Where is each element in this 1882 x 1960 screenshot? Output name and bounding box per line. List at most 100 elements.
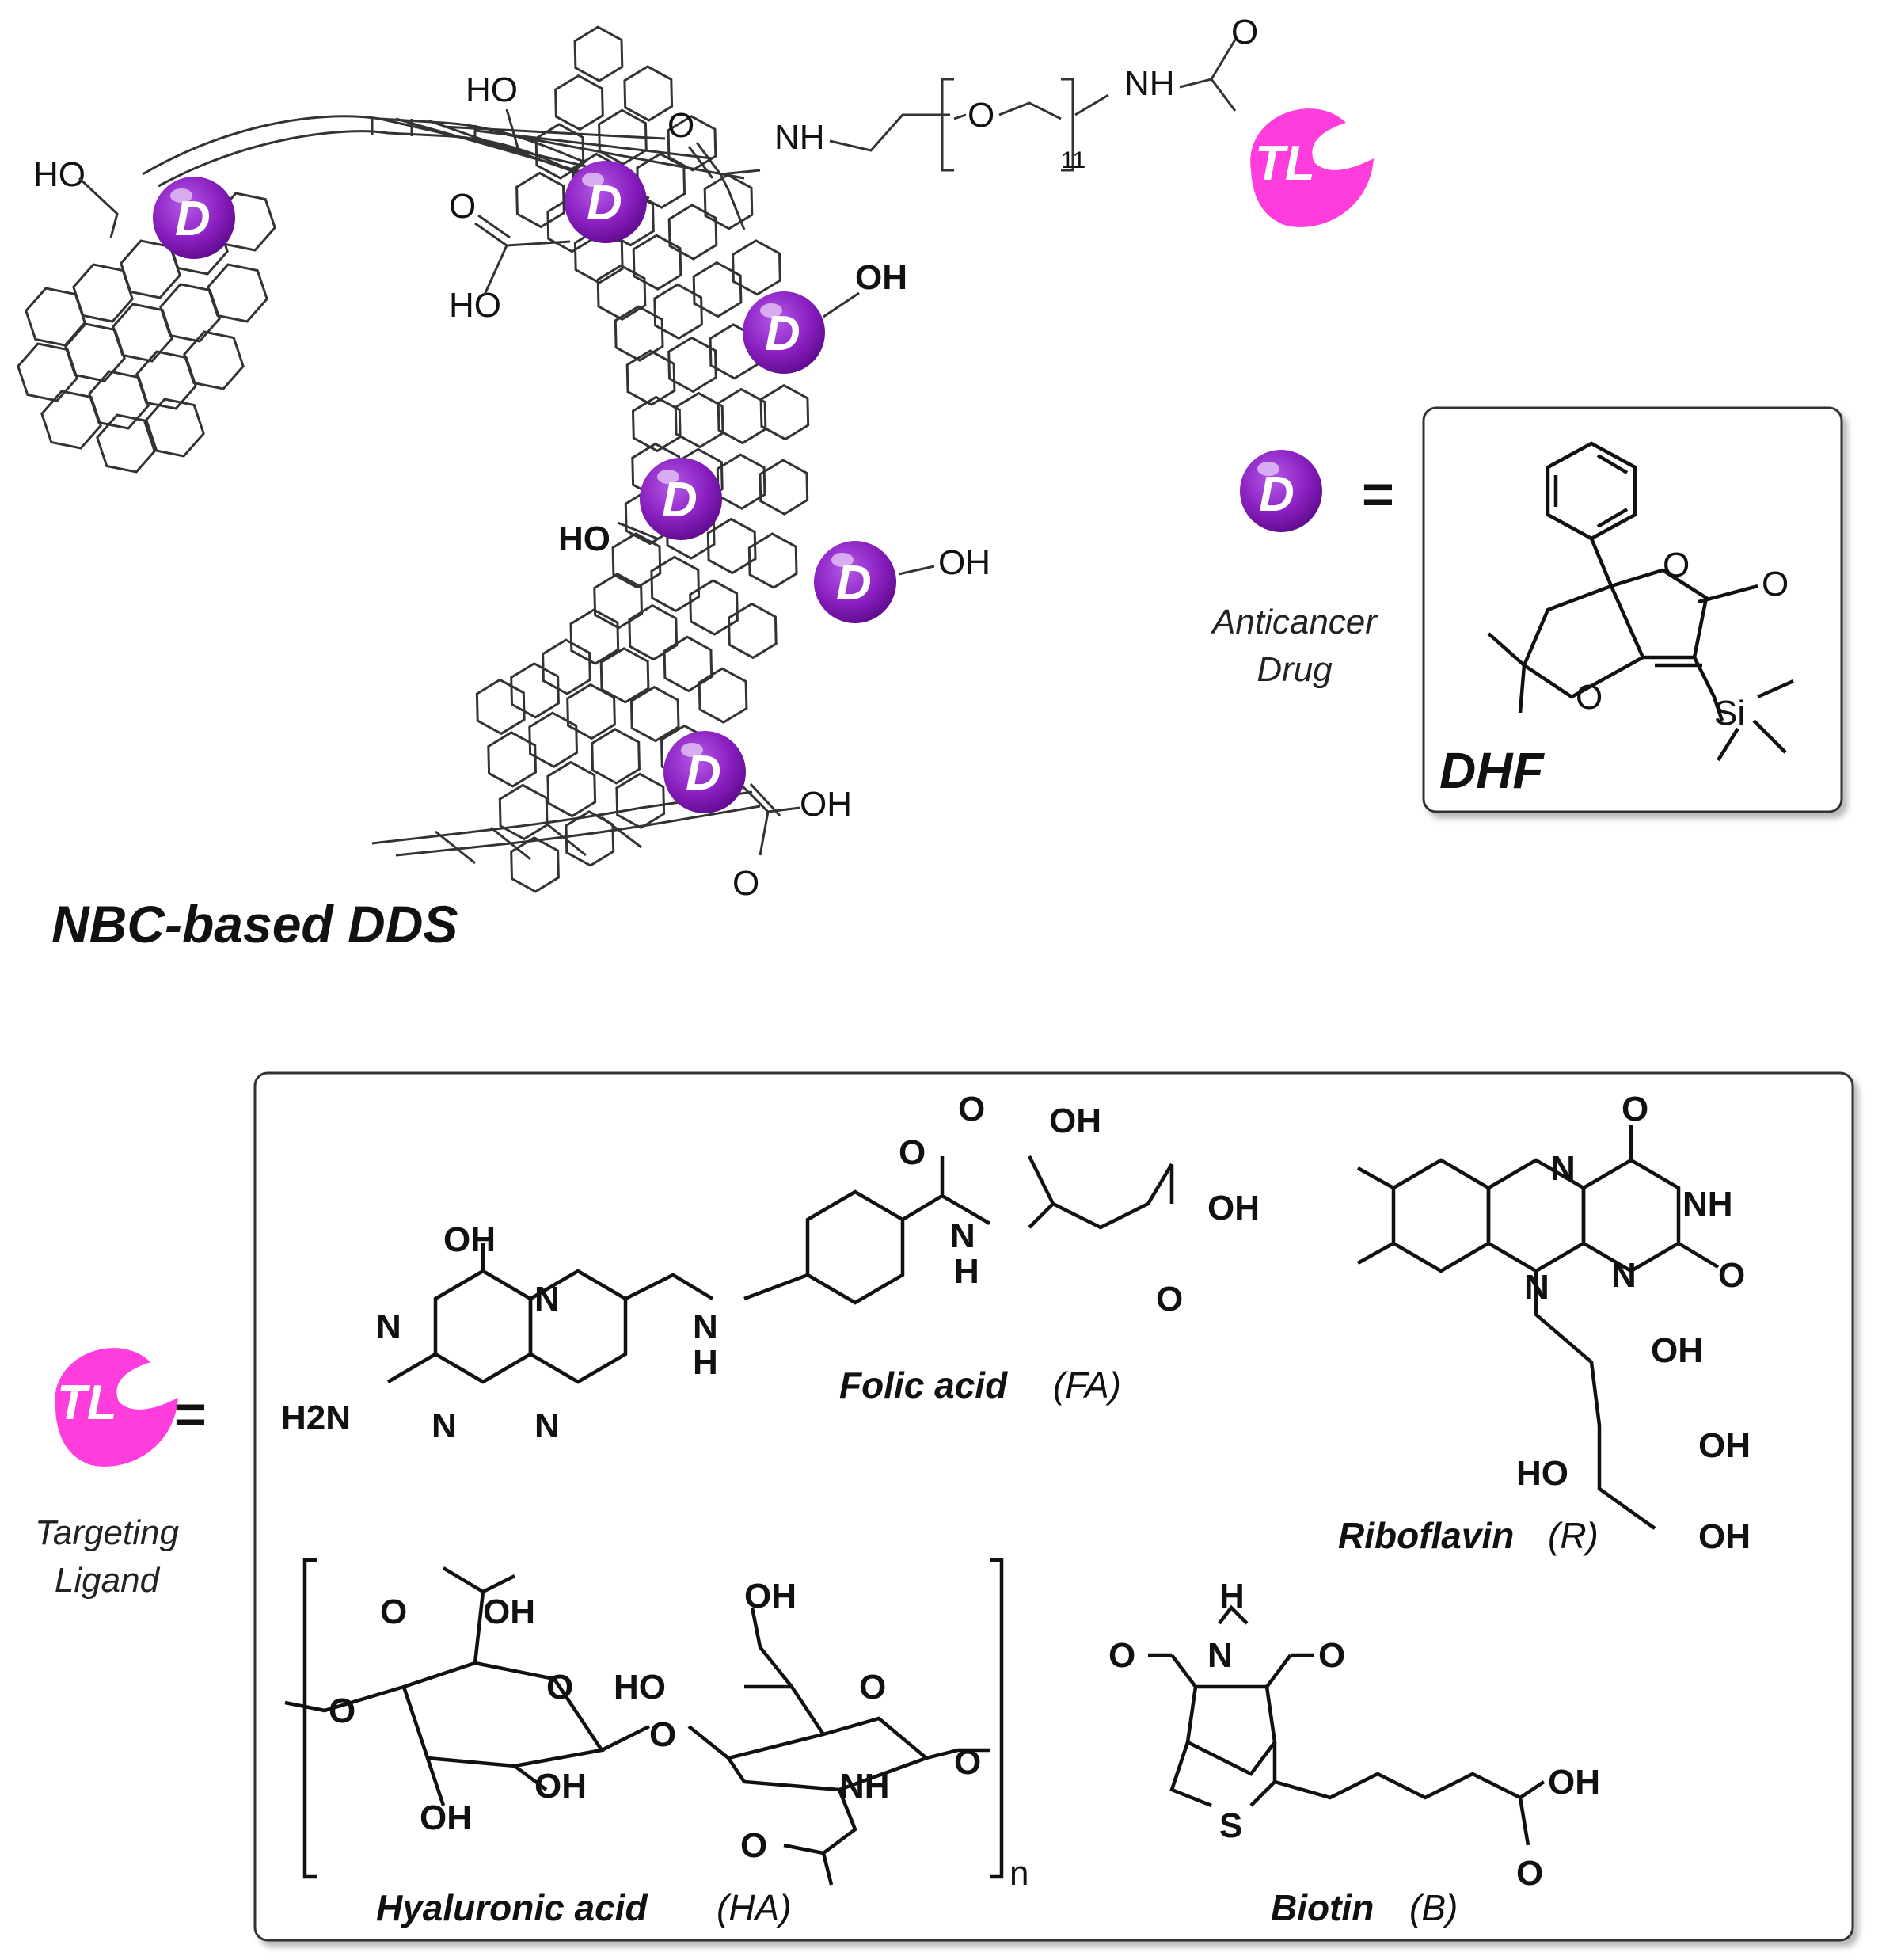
rf-oh1: OH [1651,1331,1703,1370]
drug-badge-label: D [765,306,800,361]
lattice-hex [692,261,743,318]
lattice-hex [747,532,798,589]
rf-n2: N [1611,1256,1637,1295]
biotin-s: S [1219,1806,1242,1845]
lattice-hex [614,305,664,362]
ha-o-link3: O [954,1743,981,1782]
drug-badge: D [640,458,722,540]
lattice-hex [706,517,757,575]
lattice-hex [599,647,650,704]
ha-abbr: (HA) [717,1887,792,1928]
targeting-ligand-badge-top: TL [1250,108,1374,227]
riboflavin-structure: N O NH O N N OH HO OH OH Riboflavin (R) [1338,1090,1751,1556]
dhf-structure-box: O O O Si DHF [1422,406,1843,813]
lattice-hex [625,349,676,406]
ha-oh2: OH [534,1767,587,1806]
lattice-hex [546,760,597,818]
rf-name: Riboflavin [1338,1515,1514,1556]
lattice-hex [667,336,717,394]
fa-n4: N [534,1406,560,1445]
ha-oh3: OH [744,1577,797,1616]
rf-nh: NH [1682,1185,1733,1224]
label-nh-2: NH [1124,64,1175,103]
drug-badge-label: D [836,556,872,611]
fa-name: Folic acid [839,1364,1008,1406]
lattice-hex [674,391,724,449]
fa-abbr: (FA) [1053,1364,1121,1406]
lattice-hex [727,602,778,660]
ha-oh1: OH [420,1798,472,1837]
folic-acid-structure: OH N N N N H2N N H O N H O OH OH O Folic… [281,1090,1260,1445]
lattice-hex [598,108,648,166]
drug-caption-line2: Drug [1257,650,1333,689]
tl-legend: TL = Targeting Ligand [35,1348,207,1600]
rf-o1: O [1622,1090,1648,1128]
fa-nh-amide: N [950,1216,975,1255]
label-ho-1: HO [33,155,86,194]
lattice-hex [542,638,591,695]
label-o-top: O [1231,13,1258,51]
ha-ho: HO [614,1668,666,1707]
fa-o-amide: O [899,1133,926,1172]
label-o-amide: O [667,106,694,145]
drug-badge-label: D [686,746,721,801]
lattice-hex [554,74,604,131]
biotin-name: Biotin [1271,1887,1374,1928]
label-ho-4: HO [558,519,610,558]
rf-ho: HO [1516,1454,1568,1493]
lattice-hex [667,204,718,261]
dds-title: NBC-based DDS [51,895,458,953]
rf-n3: N [1524,1268,1549,1307]
lattice-hex [663,635,713,693]
tl-badge-label-bottom: TL [57,1376,117,1430]
lattice-hex [667,115,717,172]
biotin-oh: OH [1548,1763,1600,1802]
label-oh-3: OH [855,258,907,297]
lattice-hex [717,387,767,445]
label-oh-5: OH [938,543,990,582]
lattice-hex [573,25,624,82]
drug-badge: D [814,541,896,623]
ha-name: Hyaluronic acid [376,1887,648,1928]
dhf-o-ring: O [1663,546,1690,584]
lattice-hex [623,65,674,122]
lattice-hex [650,555,701,613]
dhf-o-carbonyl: O [1762,565,1789,603]
lattice-hex [510,662,560,719]
drug-equals: = [1362,463,1394,525]
drug-badge: D [743,291,825,374]
biotin-o2: O [1318,1636,1345,1675]
tl-equals: = [174,1383,207,1445]
lattice-hex [611,532,662,589]
ha-o-carbonyl: O [380,1593,407,1631]
lattice-hex [716,453,766,510]
label-ho-2: HO [466,70,518,109]
fa-oh: OH [443,1220,496,1259]
drug-badge: D [663,731,746,813]
biotin-o1: O [1108,1636,1135,1675]
fa-h2n: H2N [281,1399,351,1437]
lattice-hex [487,731,538,788]
rf-n1: N [1550,1149,1576,1188]
label-o-cooh1: O [449,187,476,226]
tl-caption-line2: Ligand [55,1561,161,1600]
ha-repeat: n [1009,1854,1028,1893]
label-oh-6: OH [800,785,852,824]
label-nh-1: NH [774,118,825,157]
rf-oh2: OH [1698,1426,1751,1465]
drug-badge-label: D [662,473,698,527]
label-o-peg: O [968,96,994,135]
drug-badge-label: D [587,176,622,230]
lattice-hex [689,579,739,636]
biotin-structure: H N O O S OH O Biotin (B) [1108,1577,1600,1928]
fa-h-amide: H [954,1252,979,1291]
ha-o-acetyl: O [740,1826,767,1865]
lattice-hex [207,263,268,323]
lattice-hex [498,783,549,841]
drug-badge: D [153,177,235,259]
ha-nh: NH [839,1767,890,1806]
drug-caption-line1: Anticancer [1210,603,1378,641]
drug-legend: D = Anticancer Drug [1210,450,1394,689]
lattice-hex [703,173,754,230]
dhf-o-ether: O [1576,678,1603,717]
